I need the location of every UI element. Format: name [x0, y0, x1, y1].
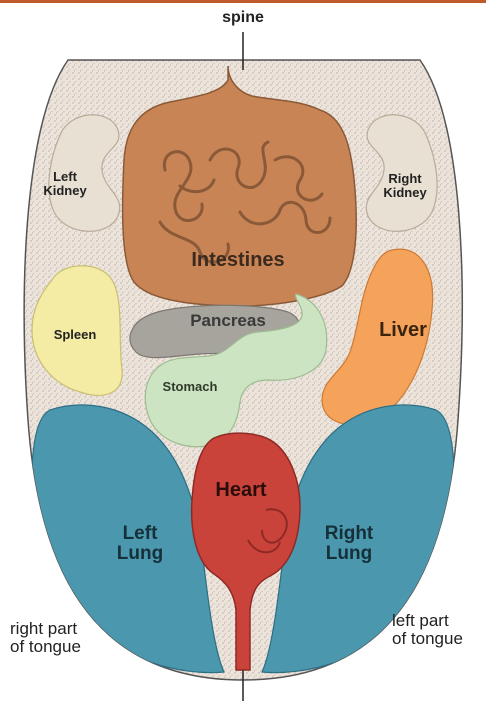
liver-label: Liver	[368, 320, 438, 341]
bottom-right-side-label: left part of tongue	[392, 612, 482, 648]
left-kidney-label-line2: Kidney	[34, 184, 96, 198]
intestines-label: Intestines	[168, 250, 308, 271]
top-border	[0, 0, 486, 3]
left-kidney-label-line1: Left	[34, 170, 96, 184]
right-lung-label-line1: Right	[306, 524, 392, 544]
bottom-left-side-line1: right part	[10, 620, 120, 638]
right-lung-label: Right Lung	[306, 524, 392, 564]
right-kidney-label-line2: Kidney	[370, 186, 440, 200]
left-lung-label-line2: Lung	[100, 544, 180, 564]
bottom-right-side-line1: left part	[392, 612, 482, 630]
bottom-right-side-line2: of tongue	[392, 630, 482, 648]
left-kidney-label: Left Kidney	[34, 170, 96, 197]
spleen-label: Spleen	[40, 328, 110, 342]
pancreas-label: Pancreas	[168, 312, 288, 330]
stomach-label: Stomach	[150, 380, 230, 394]
heart-label: Heart	[196, 480, 286, 501]
spine-label: spine	[213, 10, 273, 27]
bottom-left-side-label: right part of tongue	[10, 620, 120, 656]
right-lung-label-line2: Lung	[306, 544, 392, 564]
right-kidney-label: Right Kidney	[370, 172, 440, 199]
right-kidney-label-line1: Right	[370, 172, 440, 186]
left-lung-label: Left Lung	[100, 524, 180, 564]
bottom-left-side-line2: of tongue	[10, 638, 120, 656]
left-lung-label-line1: Left	[100, 524, 180, 544]
